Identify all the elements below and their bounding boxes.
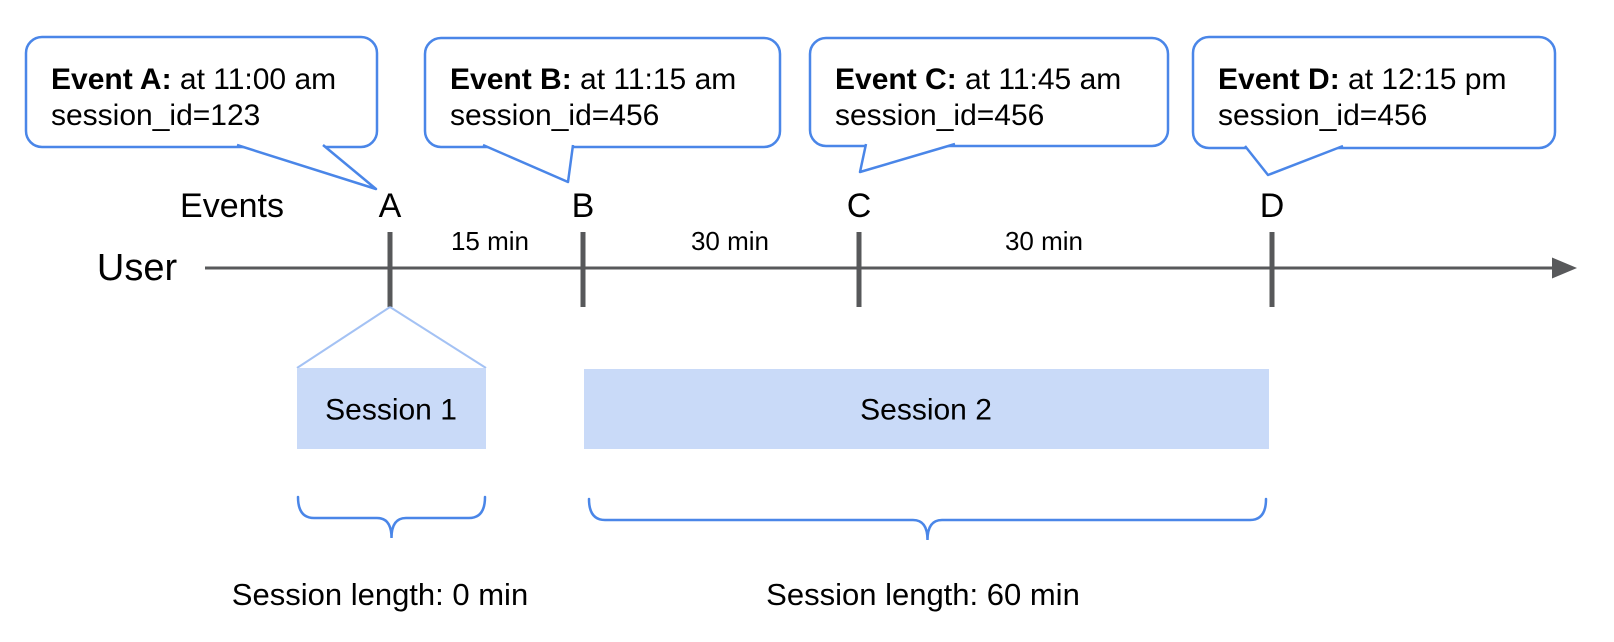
callout-session-id: session_id=456 xyxy=(450,99,659,132)
callout-session-id: session_id=456 xyxy=(1218,99,1427,132)
event-c-callout: Event C: at 11:45 am session_id=456 xyxy=(808,36,1170,174)
callout-session-id: session_id=123 xyxy=(51,99,260,132)
session-1-brace xyxy=(296,495,487,539)
session-2-label: Session 2 xyxy=(860,394,992,427)
session-1-funnel xyxy=(296,306,487,369)
event-b-callout: Event B: at 11:15 am session_id=456 xyxy=(423,36,782,184)
callout-bubble xyxy=(24,35,379,149)
event-b-letter: B xyxy=(572,187,595,225)
callout-event-time: at 11:45 am xyxy=(965,63,1121,96)
event-a-callout: Event A: at 11:00 am session_id=123 xyxy=(24,35,379,191)
callout-event-time: at 11:00 am xyxy=(180,63,336,96)
interval-b-c-label: 30 min xyxy=(691,226,769,256)
funnel-right-line xyxy=(389,306,487,369)
callout-tail xyxy=(482,143,575,184)
callout-bubble xyxy=(808,36,1170,148)
event-c-letter: C xyxy=(847,187,872,225)
session-1-length-label: Session length: 0 min xyxy=(232,577,528,612)
callout-event-time: at 12:15 pm xyxy=(1348,63,1506,96)
callout-session-id: session_id=456 xyxy=(835,99,1044,132)
session-2-length-label: Session length: 60 min xyxy=(766,577,1080,612)
callout-event-title: Event A: xyxy=(51,63,180,96)
event-a-letter: A xyxy=(379,187,402,225)
callout-tail xyxy=(1244,144,1344,177)
funnel-left-line xyxy=(296,306,391,369)
callout-line1: Event A: at 11:00 am xyxy=(51,63,336,96)
callout-event-title: Event D: xyxy=(1218,63,1348,96)
timeline-arrowhead-icon xyxy=(1552,257,1577,279)
callout-event-title: Event B: xyxy=(450,63,580,96)
callout-bubble xyxy=(423,36,782,149)
interval-a-b-label: 15 min xyxy=(451,226,529,256)
callout-bubble xyxy=(1191,35,1557,150)
callout-line1: Event B: at 11:15 am xyxy=(450,63,736,96)
user-row-label: User xyxy=(97,247,178,289)
session-1-box xyxy=(297,368,486,449)
events-row-label: Events xyxy=(180,187,284,225)
session-2-box xyxy=(584,369,1269,449)
session-2-brace xyxy=(587,497,1268,541)
event-d-letter: D xyxy=(1260,187,1285,225)
interval-c-d-label: 30 min xyxy=(1005,226,1083,256)
callout-line1: Event C: at 11:45 am xyxy=(835,63,1121,96)
callout-event-time: at 11:15 am xyxy=(580,63,736,96)
event-d-callout: Event D: at 12:15 pm session_id=456 xyxy=(1191,35,1557,177)
callout-tail xyxy=(236,143,378,191)
callout-event-title: Event C: xyxy=(835,63,965,96)
callout-tail xyxy=(858,142,956,174)
callout-line1: Event D: at 12:15 pm xyxy=(1218,63,1506,96)
session-1-label: Session 1 xyxy=(325,394,457,427)
